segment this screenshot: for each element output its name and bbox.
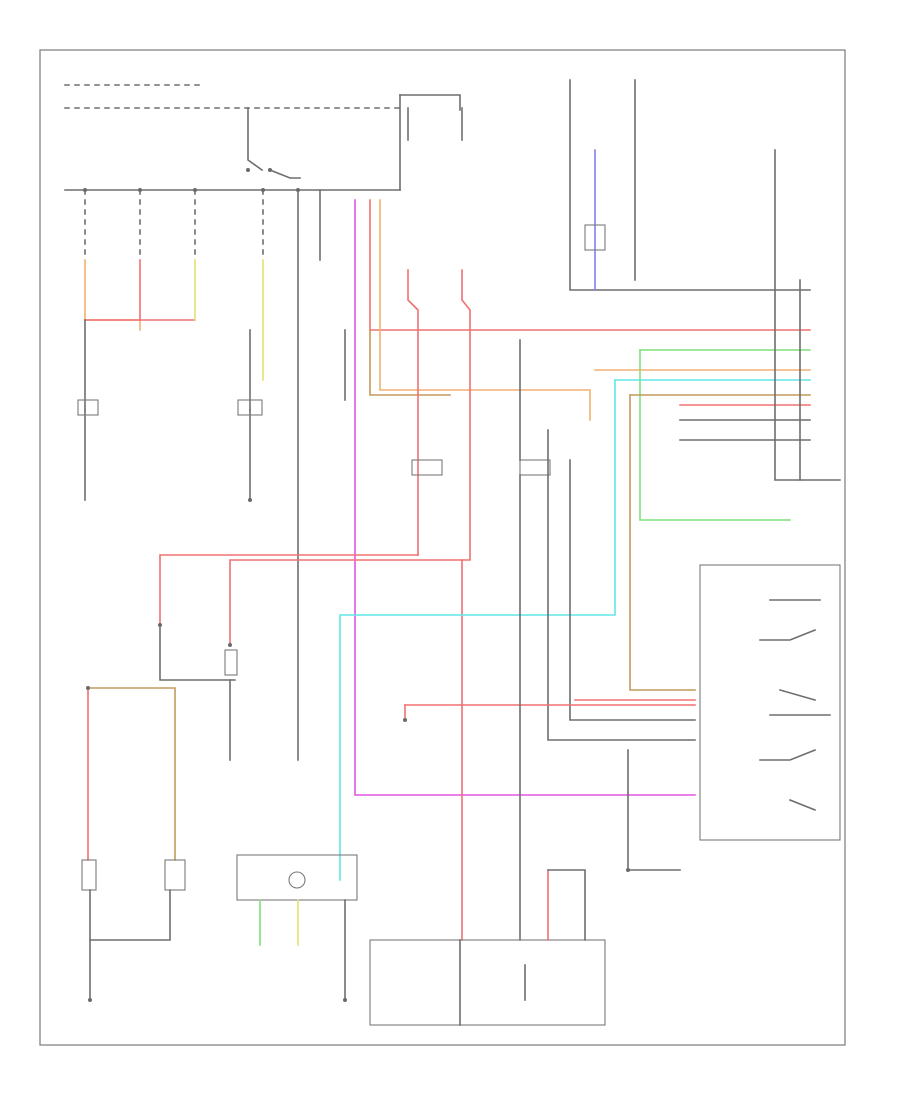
right-component	[237, 399, 263, 416]
switch-contact	[246, 168, 250, 172]
center-components	[404, 339, 696, 941]
center-left-module	[411, 459, 443, 476]
top-bus-lines	[64, 84, 461, 191]
left-component	[77, 399, 99, 416]
right-wire-bundle	[339, 79, 841, 881]
left-circuit-wires	[77, 259, 264, 501]
relay-lower	[224, 649, 238, 676]
relay-box	[584, 224, 606, 251]
lamp-left	[81, 859, 97, 891]
switch-contact	[268, 168, 272, 172]
ignition-switch	[246, 107, 301, 179]
fuse-block-left	[84, 107, 463, 761]
connector-dots	[83, 188, 630, 1002]
bottom-control-unit	[369, 939, 606, 1026]
right-switch-module	[627, 564, 841, 871]
diagram-border	[39, 49, 846, 1046]
center-right-module	[519, 459, 551, 476]
lamp-right	[164, 859, 186, 891]
lower-left-components	[81, 624, 238, 1001]
bottom-relay-box	[236, 854, 606, 1026]
central-wires	[159, 199, 811, 941]
